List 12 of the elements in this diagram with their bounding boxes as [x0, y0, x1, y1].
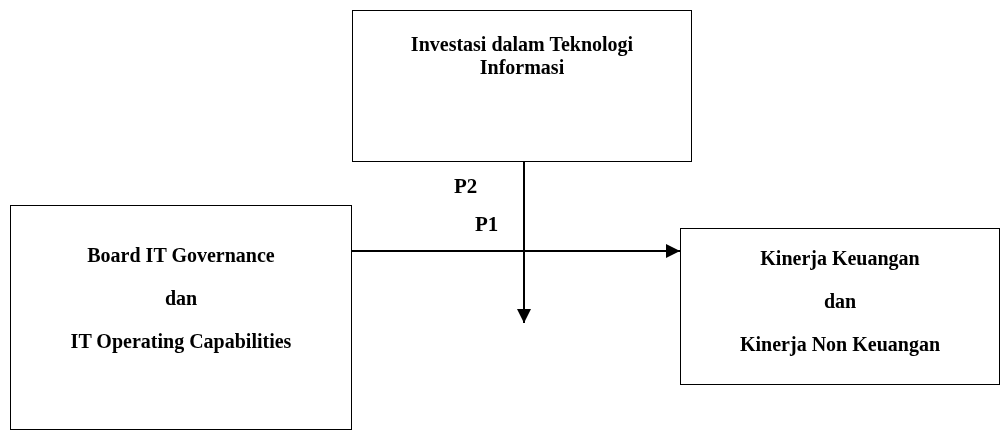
concept-box	[680, 228, 1000, 385]
arrow	[351, 244, 681, 258]
concept-box	[10, 205, 352, 430]
node-text: Kinerja Keuangan	[760, 247, 920, 270]
arrow	[517, 161, 531, 324]
node-text: Investasi dalam Teknologi Informasi	[409, 33, 635, 79]
node-text: dan	[164, 287, 198, 310]
node-text: dan	[823, 290, 857, 313]
node-text: Board IT Governance	[87, 244, 275, 267]
node-text: IT Operating Capabilities	[70, 330, 292, 353]
node-text: Kinerja Non Keuangan	[740, 333, 940, 356]
concept-box	[352, 10, 692, 162]
